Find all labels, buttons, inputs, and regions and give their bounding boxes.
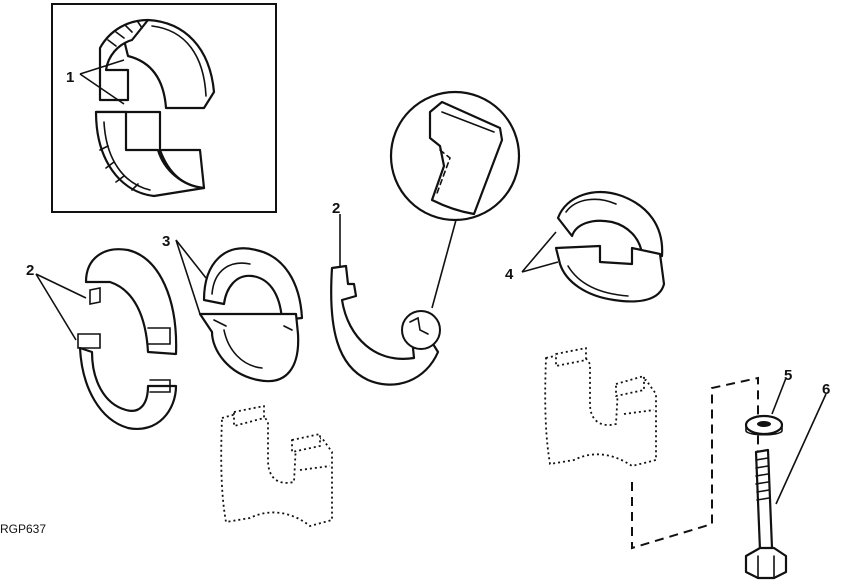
- inset-upper-bearing-half: [98, 18, 216, 110]
- thrust-washer-left: [77, 248, 178, 431]
- detail-magnifier: [389, 90, 521, 350]
- callout-2-left: 2: [26, 262, 34, 279]
- inset-lower-bearing-half: [94, 110, 206, 198]
- callout-1: 1: [66, 69, 74, 86]
- callout-4: 4: [505, 266, 514, 283]
- washer: [744, 414, 784, 436]
- bearing-cap-left: [220, 405, 333, 527]
- bolt: [744, 448, 788, 580]
- callout-6: 6: [822, 381, 830, 398]
- bearing-cap-right: [544, 347, 657, 467]
- figure-id: RGP637: [0, 522, 46, 536]
- assembly-path-line: [631, 376, 759, 550]
- callout-2-center: 2: [332, 200, 340, 217]
- callout-3: 3: [162, 233, 170, 250]
- main-bearing-halves: [198, 247, 304, 383]
- callout-5: 5: [784, 367, 792, 384]
- thrust-washer-center: [330, 264, 440, 386]
- inset-panel: 1: [51, 3, 277, 213]
- rod-bearing-halves: [554, 191, 666, 303]
